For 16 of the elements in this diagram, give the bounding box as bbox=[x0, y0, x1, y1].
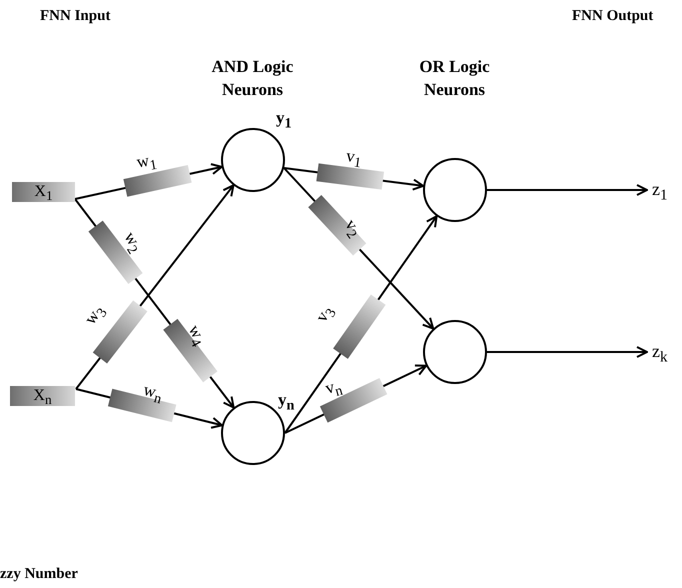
neuron-circle bbox=[221, 128, 285, 192]
neuron-circle bbox=[423, 320, 487, 384]
caption-fragment: zzy Number bbox=[0, 566, 78, 583]
input-block: X$_{1}$ bbox=[12, 182, 75, 202]
weight-label: w$_{1}$ bbox=[135, 150, 158, 176]
output-label: z$_{1}$ bbox=[652, 179, 668, 205]
layer-heading: OR Logic Neurons bbox=[418, 56, 491, 101]
output-label: z$_{k}$ bbox=[652, 341, 668, 367]
column-heading: FNN Output bbox=[572, 8, 654, 25]
neuron-circle bbox=[423, 158, 487, 222]
column-heading: FNN Input bbox=[40, 8, 110, 25]
weight-label: v$_{n}$ bbox=[323, 376, 344, 402]
neuron-output-label: y$_{n}$ bbox=[278, 390, 294, 414]
weight-label: v$_{1}$ bbox=[344, 147, 363, 171]
input-block: X$_{n}$ bbox=[10, 386, 75, 406]
neuron-output-label: y$_{1}$ bbox=[276, 108, 292, 132]
